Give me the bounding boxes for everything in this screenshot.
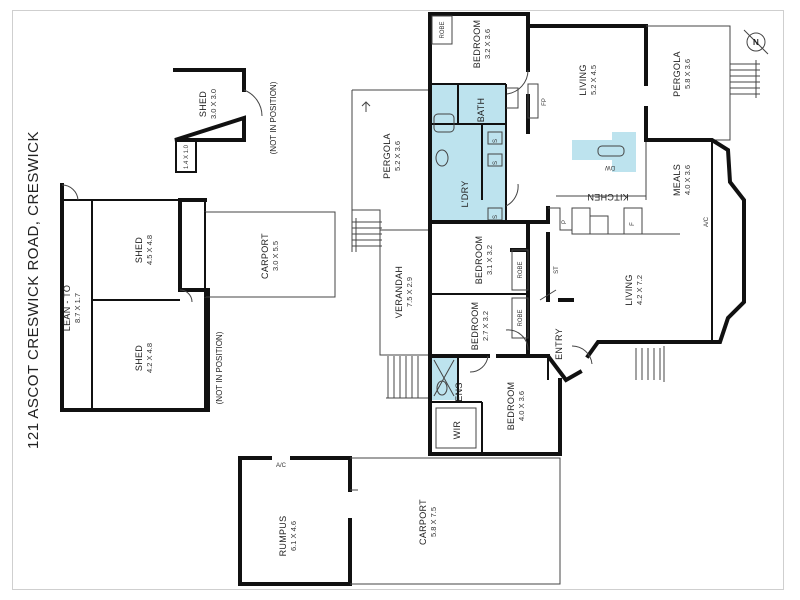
bedroom-mid2-label: BEDROOM [470,302,480,351]
ac-label: A/C [704,216,710,227]
bedroom-mid2-dims: 2.7 X 3.2 [481,311,490,341]
living-main-label: LIVING [624,274,634,305]
living-top-dims: 5.2 X 4.5 [589,65,598,95]
bath-tub-area [430,84,458,124]
small-shed: SHED 3.0 X 3.0 1.4 X 1.0 (NOT IN POSITIO… [173,68,278,173]
fp-label: FP [542,98,548,106]
carport-small-label: CARPORT [260,233,270,279]
pergola-right-stairs [730,60,760,98]
wir-label: WIR [452,421,462,440]
room-labels: BEDROOM 3.2 X 3.6 ROBE BATH L'DRY S S S … [440,20,710,440]
compass-label: N [753,38,759,47]
shed-b-label: SHED [134,345,144,371]
living-top-label: LIVING [578,64,588,95]
s3-label: S [493,215,499,219]
outbuilding-note: (NOT IN POSITION) [215,331,224,404]
north-compass-icon: N [743,29,769,55]
s2-label: S [493,161,499,165]
bedroom-main-label: BEDROOM [506,382,516,431]
shed-a-label: SHED [134,237,144,263]
lean-to-label: LEAN - TO [62,285,72,331]
rumpus-label: RUMPUS [278,516,288,557]
entry-label: ENTRY [554,328,564,360]
shed-b-dims: 4.2 X 4.8 [145,343,154,373]
robe-mid1-label: ROBE [518,261,524,278]
property-title: 121 ASCOT CRESWICK ROAD, CRESWICK [25,131,42,449]
living-main-dims: 4.2 X 7.2 [635,275,644,305]
kitchen-label: KITCHEN [587,192,629,202]
small-shed-label: SHED [198,91,208,117]
carport-large-dims: 5.8 X 7.5 [429,507,438,537]
meals-label: MEALS [672,164,682,196]
lean-to-dims: 8.7 X 1.7 [73,293,82,323]
outdoor-areas: PERGOLA 5.2 X 3.6 VERANDAH 7.5 X 2.9 [351,89,430,399]
bath-label: BATH [476,98,486,123]
bedroom-mid1-label: BEDROOM [474,236,484,285]
carport-small-dims: 3.0 X 5.5 [271,241,280,271]
laundry-label: L'DRY [460,180,470,207]
robe-top-label: ROBE [440,21,446,38]
f-label: F [630,222,636,226]
st-label: ST [554,266,560,274]
dw-label: DW [605,164,615,170]
small-shed-note: (NOT IN POSITION) [269,81,278,154]
pergola-left-dims: 5.2 X 3.6 [393,141,402,171]
small-shed-dims: 3.0 X 3.0 [209,89,218,119]
house-walls [428,12,746,456]
bedroom-main-dims: 4.0 X 3.6 [517,391,526,421]
kitchen-bench-area [572,132,636,172]
outbuildings: LEAN - TO 8.7 X 1.7 SHED 4.5 X 4.8 SHED … [60,183,336,412]
pergola-right-dims: 5.8 X 3.6 [683,59,692,89]
bedroom-mid1-dims: 3.1 X 3.2 [485,245,494,275]
bedroom-top-dims: 3.2 X 3.6 [483,29,492,59]
shed-a-dims: 4.5 X 4.8 [145,235,154,265]
bedroom-top-label: BEDROOM [472,20,482,69]
robe-mid2-label: ROBE [518,309,524,326]
rumpus-carport: RUMPUS 6.1 X 4.6 A/C CARPORT 5.8 X 7.5 [238,456,561,586]
pergola-left-label: PERGOLA [382,133,392,179]
tiny-shed-dims: 1.4 X 1.0 [184,144,190,169]
p-label: P [562,220,568,224]
pergola-right-label: PERGOLA [672,51,682,97]
laundry-area [430,124,506,220]
verandah-dims: 7.5 X 2.9 [405,277,414,307]
rumpus-dims: 6.1 X 4.6 [289,521,298,551]
carport-large-label: CARPORT [418,499,428,545]
ensuite-label: ENS [454,382,464,401]
verandah-label: VERANDAH [394,266,404,318]
rumpus-ac-label: A/C [276,463,287,469]
s1-label: S [493,139,499,143]
meals-dims: 4.0 X 3.6 [683,165,692,195]
